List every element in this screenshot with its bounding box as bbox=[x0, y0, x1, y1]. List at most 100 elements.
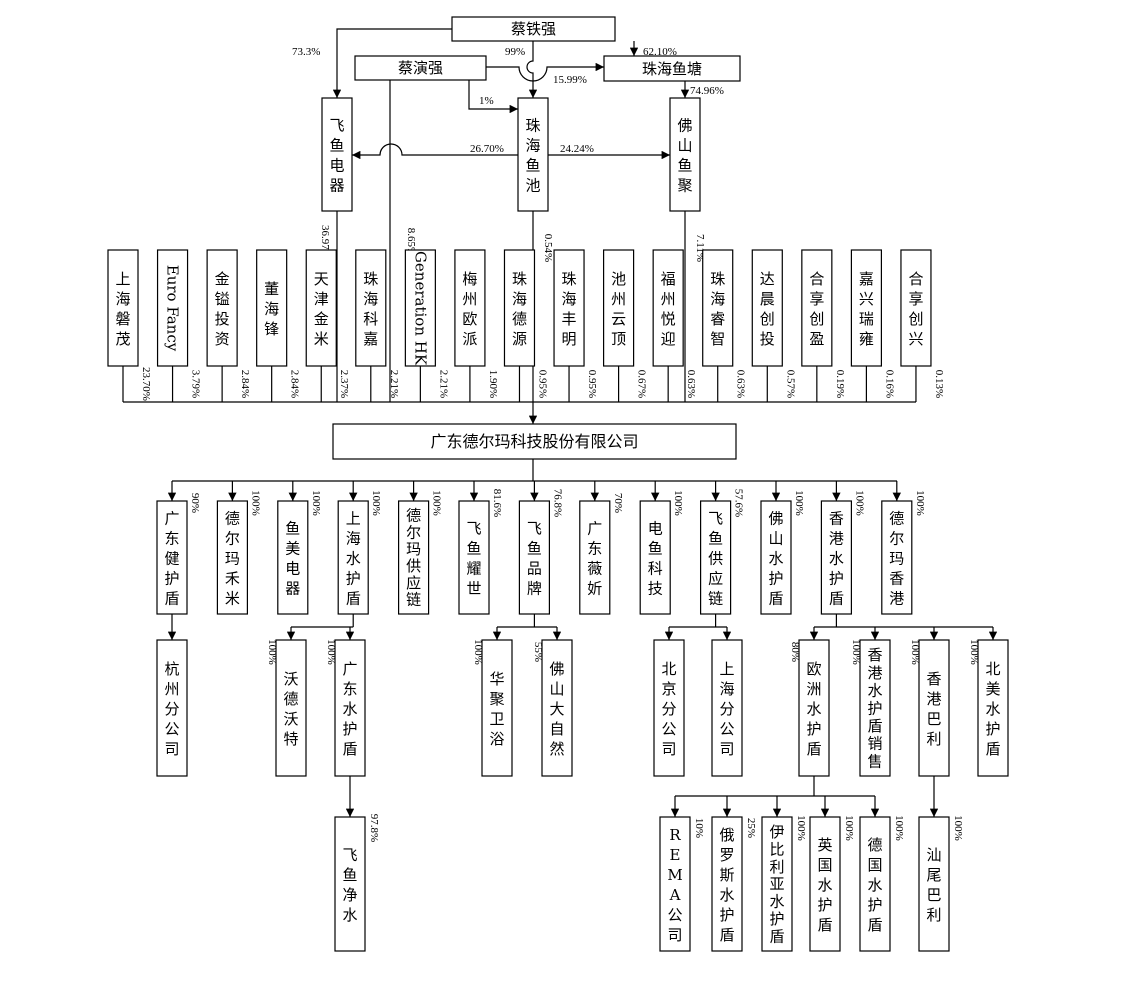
subsidiary-7-box bbox=[518, 500, 551, 615]
shareholder-14-pct: 0.57% bbox=[784, 370, 796, 398]
second-level-3-pct: 100% bbox=[325, 639, 337, 665]
shareholder-10-box bbox=[553, 249, 585, 367]
shareholder-7-label: Generation HK bbox=[411, 251, 429, 366]
second-level-6-box bbox=[653, 639, 685, 777]
shareholder-12-box bbox=[652, 249, 684, 367]
shareholder-14-box bbox=[751, 249, 783, 367]
subsidiary-6-pct: 81.6% bbox=[491, 489, 503, 517]
second-level-4-pct: 100% bbox=[472, 639, 484, 665]
second-level-11-label: 北美水护盾 bbox=[985, 660, 1000, 758]
third-level-4-box bbox=[761, 816, 793, 952]
main-company-label: 广东德尔玛科技股份有限公司 bbox=[430, 432, 638, 451]
subsidiary-5-pct: 100% bbox=[431, 490, 443, 516]
shareholder-10-label: 珠海丰明 bbox=[562, 270, 577, 348]
shareholder-7-pct: 2.21% bbox=[437, 370, 449, 398]
shareholder-4-pct: 2.84% bbox=[289, 370, 301, 398]
shareholder-3-box bbox=[206, 249, 238, 367]
second-level-row: 杭州分公司沃德沃特100%广东水护盾100%华聚卫浴100%佛山大自然55%北京… bbox=[156, 614, 1009, 777]
shareholder-5-pct: 2.37% bbox=[338, 370, 350, 398]
subsidiary-7-label: 飞鱼品牌 bbox=[527, 520, 542, 598]
subsidiary-4-pct: 100% bbox=[370, 490, 382, 516]
main-company: 广东德尔玛科技股份有限公司 bbox=[332, 423, 737, 460]
third-level-1-label: 飞鱼净水 bbox=[342, 846, 357, 924]
collector bbox=[123, 401, 916, 424]
subsidiary-12-label: 香港水护盾 bbox=[829, 510, 844, 608]
shareholder-15-label: 合享创盈 bbox=[809, 270, 824, 348]
shareholder-13-pct: 0.63% bbox=[735, 370, 747, 398]
third-level-2-pct: 10% bbox=[693, 818, 705, 838]
subsidiary-12-pct: 100% bbox=[853, 490, 865, 516]
top-entities: 蔡铁强 蔡演强 珠海鱼塘 飞鱼电器 珠海鱼池 佛山鱼聚 bbox=[321, 16, 741, 212]
second-level-7-label: 上海分公司 bbox=[719, 660, 734, 758]
subsidiary-9-box bbox=[639, 500, 671, 615]
third-level-5-pct: 100% bbox=[843, 815, 855, 841]
shareholder-9-box bbox=[503, 249, 536, 367]
shareholder-17-pct: 0.13% bbox=[933, 370, 945, 398]
shareholder-11-box bbox=[602, 249, 635, 367]
subsidiary-2-pct: 100% bbox=[249, 490, 261, 516]
subsidiary-11-label: 佛山水护盾 bbox=[768, 510, 783, 608]
subsidiary-5-box bbox=[398, 500, 430, 615]
third-level-1-pct: 97.8% bbox=[368, 814, 380, 842]
shareholder-11-label: 池州云顶 bbox=[611, 270, 626, 348]
second-level-10-pct: 100% bbox=[909, 639, 921, 665]
shareholder-17-box bbox=[900, 249, 932, 367]
subsidiary-8-label: 广东薇妡 bbox=[587, 520, 602, 598]
shareholder-15-pct: 0.19% bbox=[834, 370, 846, 398]
third-level-7-pct: 100% bbox=[952, 815, 964, 841]
subsidiary-11-pct: 100% bbox=[793, 490, 805, 516]
third-level-6-label: 德国水护盾 bbox=[867, 836, 882, 934]
second-level-11-box bbox=[977, 639, 1009, 777]
second-level-1-label: 杭州分公司 bbox=[164, 660, 179, 758]
second-level-8-box bbox=[798, 639, 830, 777]
shareholder-12-pct: 0.63% bbox=[685, 370, 697, 398]
shareholder-2-box bbox=[156, 249, 189, 367]
subsidiary-13-pct: 100% bbox=[914, 490, 926, 516]
subsidiary-8-pct: 70% bbox=[612, 493, 624, 513]
second-level-5-pct: 55% bbox=[532, 642, 544, 662]
shareholder-2-label: Euro Fancy bbox=[164, 265, 182, 352]
second-level-4-box bbox=[481, 639, 513, 777]
third-level-5-box bbox=[809, 816, 841, 952]
feiyu-dianqi-label: 飞鱼电器 bbox=[329, 117, 344, 195]
subsidiary-1-pct: 90% bbox=[189, 493, 201, 513]
shareholder-3-pct: 2.84% bbox=[239, 370, 251, 398]
subsidiary-4-label: 上海水护盾 bbox=[346, 510, 361, 608]
third-level-3-pct: 25% bbox=[745, 818, 757, 838]
feiyu-dianqi-box bbox=[321, 97, 353, 212]
subsidiary-2-label: 德尔玛禾米 bbox=[225, 510, 240, 608]
subsidiary-8-box bbox=[579, 500, 611, 615]
pct-tie-feiyu: 73.3% bbox=[292, 46, 320, 58]
shareholder-2-pct: 3.79% bbox=[190, 370, 202, 398]
second-level-8-pct: 80% bbox=[789, 642, 801, 662]
cai-tieqiang-label: 蔡铁强 bbox=[511, 20, 556, 38]
subsidiary-10-label: 飞鱼供应链 bbox=[708, 510, 723, 608]
subsidiary-13-label: 德尔玛香港 bbox=[889, 510, 904, 608]
shareholder-5-label: 天津金米 bbox=[314, 270, 329, 348]
subsidiary-3-box bbox=[277, 500, 309, 615]
subsidiary-5-label: 德尔玛供应链 bbox=[406, 507, 421, 609]
subsidiary-9-label: 电鱼科技 bbox=[648, 520, 663, 598]
foshan-yuju-label: 佛山鱼聚 bbox=[677, 117, 692, 195]
pct-tie-yutang: 62.10% bbox=[643, 46, 677, 58]
second-level-3-box bbox=[334, 639, 366, 777]
third-level-5-label: 英国水护盾 bbox=[817, 836, 832, 934]
third-level-3-label: 俄罗斯水护盾 bbox=[719, 826, 734, 944]
cai-yanqiang-box bbox=[354, 55, 487, 81]
second-level-11-pct: 100% bbox=[968, 639, 980, 665]
third-level-6-pct: 100% bbox=[893, 815, 905, 841]
shareholder-9-pct: 0.95% bbox=[536, 370, 548, 398]
shareholder-1-label: 上海磐茂 bbox=[115, 270, 130, 348]
third-level-7-box bbox=[918, 816, 950, 952]
shareholder-6-pct: 2.21% bbox=[388, 370, 400, 398]
subsidiary-11-box bbox=[760, 500, 792, 615]
main-company-box bbox=[332, 423, 737, 460]
subsidiary-1-label: 广东健护盾 bbox=[164, 510, 179, 608]
shareholder-16-label: 嘉兴瑞雍 bbox=[859, 270, 874, 348]
shareholder-10-pct: 0.95% bbox=[586, 370, 598, 398]
cai-tieqiang-box bbox=[451, 16, 616, 42]
second-level-2-pct: 100% bbox=[266, 639, 278, 665]
subsidiary-13-box bbox=[881, 500, 913, 615]
